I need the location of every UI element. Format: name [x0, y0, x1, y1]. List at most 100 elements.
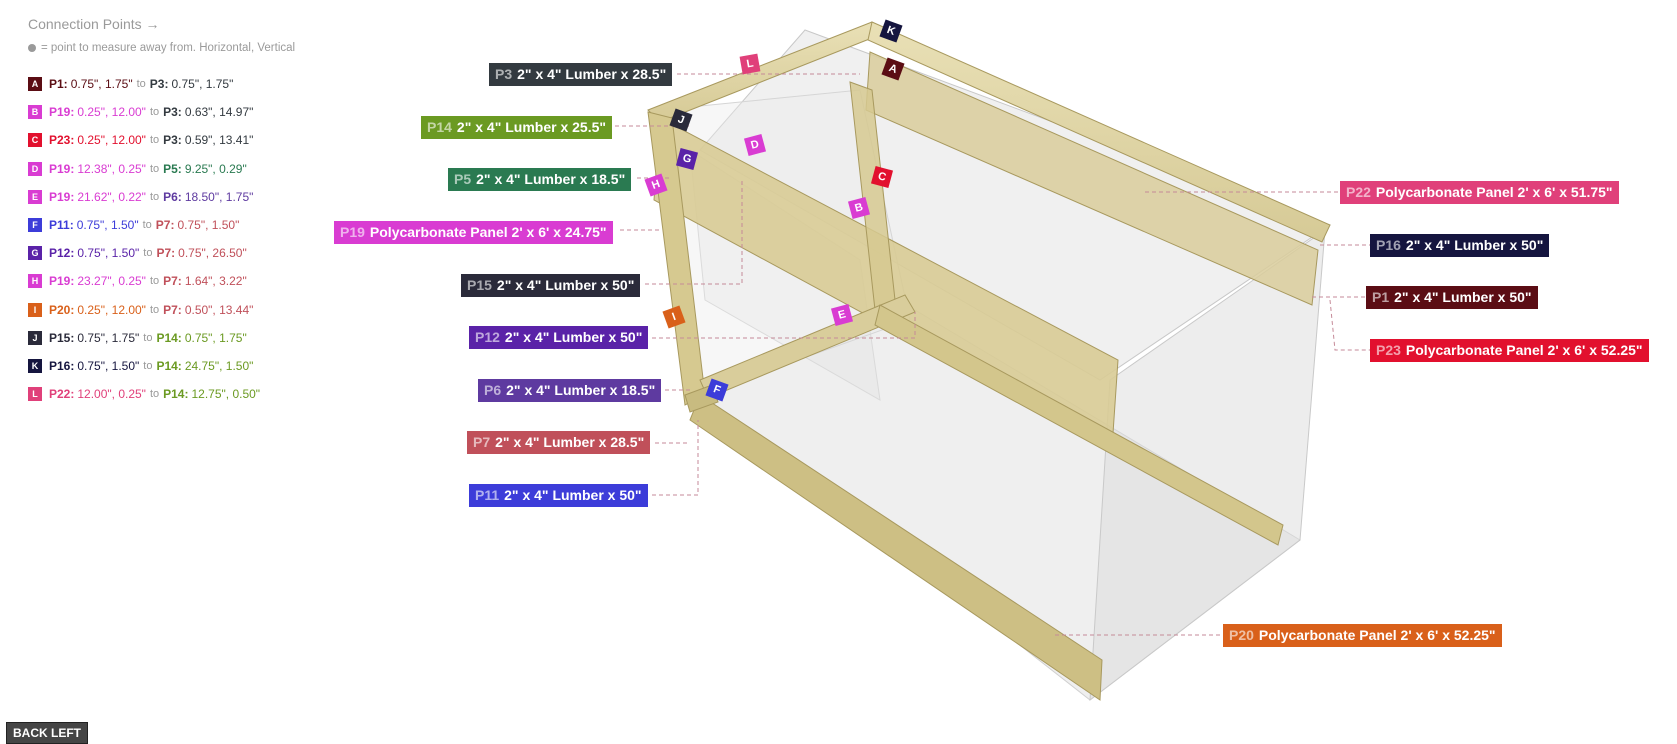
part-id: P11	[475, 487, 500, 503]
part-id: P19	[340, 224, 365, 240]
beam-p12-bottom-mid	[874, 304, 1284, 546]
connection-points-panel: Connection Points → = point to measure a…	[28, 16, 348, 408]
to-coords: 24.75", 1.50"	[184, 358, 254, 373]
part-description: 2" x 4" Lumber x 28.5"	[517, 66, 667, 82]
to-coords: 0.75", 1.75"	[171, 77, 234, 92]
connection-points-subtitle: = point to measure away from. Horizontal…	[28, 42, 348, 54]
point-dot-icon	[28, 44, 36, 52]
from-part: P11:	[49, 218, 74, 233]
from-coords: 0.75", 1.50"	[77, 358, 140, 373]
to-part: P7:	[155, 218, 175, 233]
part-id: P15	[467, 277, 492, 293]
connection-points-title: Connection Points →	[28, 16, 348, 32]
to-part: P14:	[156, 330, 182, 345]
from-coords: 12.00", 0.25"	[77, 387, 146, 402]
part-description: 2" x 4" Lumber x 25.5"	[456, 119, 607, 135]
panel-p23-right	[1089, 228, 1326, 702]
part-description: 2" x 4" Lumber x 50"	[504, 329, 643, 345]
subtitle-text: = point to measure away from. Horizontal…	[41, 42, 296, 54]
from-part: P19:	[49, 274, 75, 289]
leader-lines	[615, 73, 1376, 636]
part-description: 2" x 4" Lumber x 50"	[1394, 289, 1532, 305]
part-id: P3	[495, 66, 513, 82]
part-description: 2" x 4" Lumber x 50"	[504, 487, 642, 503]
to-part: P6:	[163, 189, 182, 204]
part-id: P22	[1346, 184, 1371, 200]
part-description: Polycarbonate Panel 2' x 6' x 52.25"	[1405, 342, 1643, 358]
to-word: to	[143, 247, 153, 260]
from-coords: 0.25", 12.00"	[77, 133, 146, 148]
to-word: to	[149, 303, 160, 316]
scene-marker[interactable]: L	[739, 53, 761, 75]
to-part: P3:	[163, 133, 182, 148]
from-part: P19:	[49, 161, 75, 176]
to-part: P7:	[156, 246, 176, 261]
from-part: P15:	[49, 330, 75, 345]
to-part: P3:	[163, 105, 182, 120]
from-part: P19:	[49, 189, 75, 204]
to-word: to	[149, 388, 160, 401]
to-word: to	[149, 190, 160, 203]
part-id: P7	[473, 434, 491, 450]
from-coords: 0.25", 12.00"	[77, 302, 146, 317]
from-part: P22:	[49, 387, 75, 402]
from-coords: 23.27", 0.25"	[77, 274, 146, 289]
connection-point-badge: B	[28, 105, 42, 120]
part-description: 2" x 4" Lumber x 18.5"	[476, 171, 626, 187]
to-coords: 0.75", 1.75"	[184, 330, 247, 345]
from-coords: 0.25", 12.00"	[77, 105, 146, 120]
to-coords: 0.50", 13.44"	[184, 302, 254, 317]
from-coords: 0.75", 1.75"	[70, 77, 133, 92]
part-description: 2" x 4" Lumber x 50"	[496, 277, 635, 293]
from-part: P16:	[49, 358, 75, 373]
from-part: P12:	[49, 246, 75, 261]
to-coords: 18.50", 1.75"	[184, 189, 254, 204]
back-left-button[interactable]: BACK LEFT	[6, 722, 88, 744]
to-coords: 9.25", 0.29"	[184, 161, 247, 176]
to-word: to	[142, 219, 152, 232]
beam-p16-top-back	[867, 21, 1331, 243]
part-id: P23	[1376, 342, 1401, 358]
to-word: to	[136, 78, 146, 91]
part-id: P20	[1229, 627, 1254, 643]
to-part: P7:	[163, 302, 182, 317]
to-part: P14:	[163, 387, 189, 402]
to-word: to	[143, 331, 153, 344]
from-part: P19:	[49, 105, 75, 120]
to-part: P14:	[156, 358, 182, 373]
to-coords: 0.63", 14.97"	[184, 105, 254, 120]
connection-point-badge: C	[28, 133, 42, 148]
connection-point-badge: J	[28, 330, 42, 345]
part-description: Polycarbonate Panel 2' x 6' x 52.25"	[1258, 627, 1496, 643]
connection-point-badge: L	[28, 387, 42, 402]
beam-p11-bottom-front	[689, 394, 1103, 701]
